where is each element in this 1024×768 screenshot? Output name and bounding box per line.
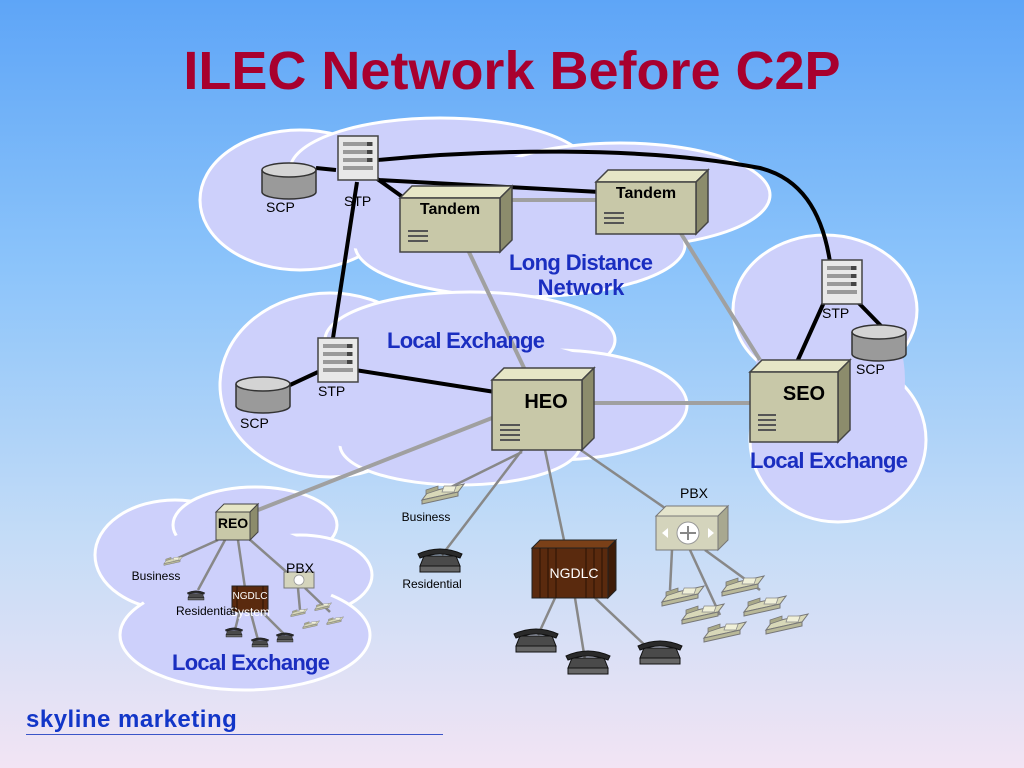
access-links <box>177 446 761 661</box>
seo-label: SEO <box>783 383 825 405</box>
pbx-small[interactable]: PBX <box>283 560 315 589</box>
pbx-phone-6[interactable] <box>765 613 809 635</box>
stp-right-label: STP <box>822 305 849 321</box>
local-exchange-right-label: Local Exchange <box>750 448 908 473</box>
ngdlc-small-label: NGDLC <box>232 591 267 602</box>
heo-switch[interactable]: HEO <box>490 366 596 452</box>
trunk-links <box>257 198 762 512</box>
ngdlc-phone-3[interactable] <box>637 640 683 665</box>
footer-brand: skyline marketing <box>26 706 238 733</box>
scp-right-label: SCP <box>856 361 885 377</box>
business-main-label: Business <box>402 510 451 524</box>
residential-phone-main[interactable]: Residential <box>402 548 463 591</box>
stp-mid[interactable]: STP <box>317 337 359 399</box>
ngdlc-small-phone-2[interactable] <box>250 637 269 648</box>
pbx-phone-1[interactable] <box>661 585 705 607</box>
heo-label: HEO <box>524 391 567 413</box>
tandem-left-label: Tandem <box>420 201 480 218</box>
residential-main-label: Residential <box>402 577 461 591</box>
tandem-switch-right[interactable]: Tandem <box>594 168 710 236</box>
stp-mid-label: STP <box>318 383 345 399</box>
reo-label: REO <box>218 515 248 531</box>
ngdlc-main-label: NGDLC <box>549 565 598 581</box>
ngdlc-small-sub-label: System <box>230 605 270 619</box>
pbx-phone-3[interactable] <box>681 603 725 625</box>
ngdlc-phone-1[interactable] <box>513 628 559 653</box>
business-small-label: Business <box>132 569 181 583</box>
scp-mid-label: SCP <box>240 415 269 431</box>
pbx-phone-5[interactable] <box>703 621 747 643</box>
long-distance-label-line1: Long Distance <box>509 250 653 275</box>
scp-right[interactable]: SCP <box>851 324 907 377</box>
business-phone-main[interactable]: Business <box>402 483 465 524</box>
seo-switch[interactable]: SEO <box>748 358 852 444</box>
ngdlc-small-phone-3[interactable] <box>276 632 294 643</box>
pbx-small-label: PBX <box>286 560 315 576</box>
stp-top-label: STP <box>344 193 371 209</box>
residential-small-label: Residential <box>176 604 235 618</box>
tandem-right-label: Tandem <box>616 185 676 202</box>
pbx-main[interactable]: PBX <box>654 485 730 552</box>
tandem-switch-left[interactable]: Tandem <box>398 184 514 254</box>
stp-top[interactable]: STP <box>337 135 379 209</box>
footer-underline <box>26 734 443 735</box>
ngdlc-small-phone-1[interactable] <box>224 627 244 638</box>
scp-mid[interactable]: SCP <box>235 376 291 431</box>
stp-right[interactable]: STP <box>821 259 863 321</box>
reo-switch[interactable]: REO <box>214 502 260 542</box>
ngdlc-cabinet-main[interactable]: NGDLC <box>530 538 618 600</box>
ngdlc-cabinet-small[interactable]: NGDLC System <box>230 585 270 619</box>
pbx-main-label: PBX <box>680 485 709 501</box>
scp-top-label: SCP <box>266 199 295 215</box>
scp-top[interactable]: SCP <box>261 162 317 215</box>
business-phone-small[interactable]: Business <box>132 556 184 583</box>
ngdlc-phone-2[interactable] <box>565 650 611 675</box>
long-distance-label-line2: Network <box>538 275 626 300</box>
local-exchange-left-label: Local Exchange <box>172 650 330 675</box>
residential-phone-small[interactable]: Residential <box>176 590 235 618</box>
page-title: ILEC Network Before C2P <box>183 41 841 101</box>
signaling-links <box>289 149 887 394</box>
pbx-phone-4[interactable] <box>743 595 787 617</box>
local-exchange-center-label: Local Exchange <box>387 328 545 353</box>
